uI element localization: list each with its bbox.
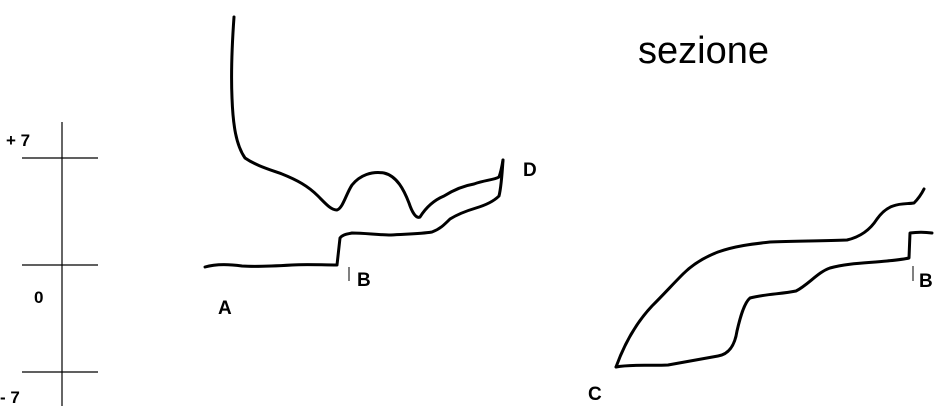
left-upper-profile [230, 15, 505, 219]
diagram-title: sezione [638, 30, 769, 72]
scale-label-plus7: + 7 [6, 131, 30, 150]
scale-label-minus7: - 7 [0, 388, 20, 406]
point-label-b-left: B [357, 270, 371, 291]
scale-label-zero: 0 [34, 288, 43, 307]
elevation-scale: + 7 0 - 7 [0, 122, 98, 406]
right-upper-profile [614, 187, 926, 369]
right-lower-profile [614, 230, 934, 369]
point-label-d: D [523, 160, 537, 181]
point-label-a: A [218, 298, 232, 319]
left-section: A B D [203, 15, 537, 319]
point-label-c: C [588, 384, 602, 405]
left-lower-profile [203, 158, 505, 269]
right-section: B C [588, 187, 934, 405]
point-label-b-right: B [919, 271, 933, 292]
